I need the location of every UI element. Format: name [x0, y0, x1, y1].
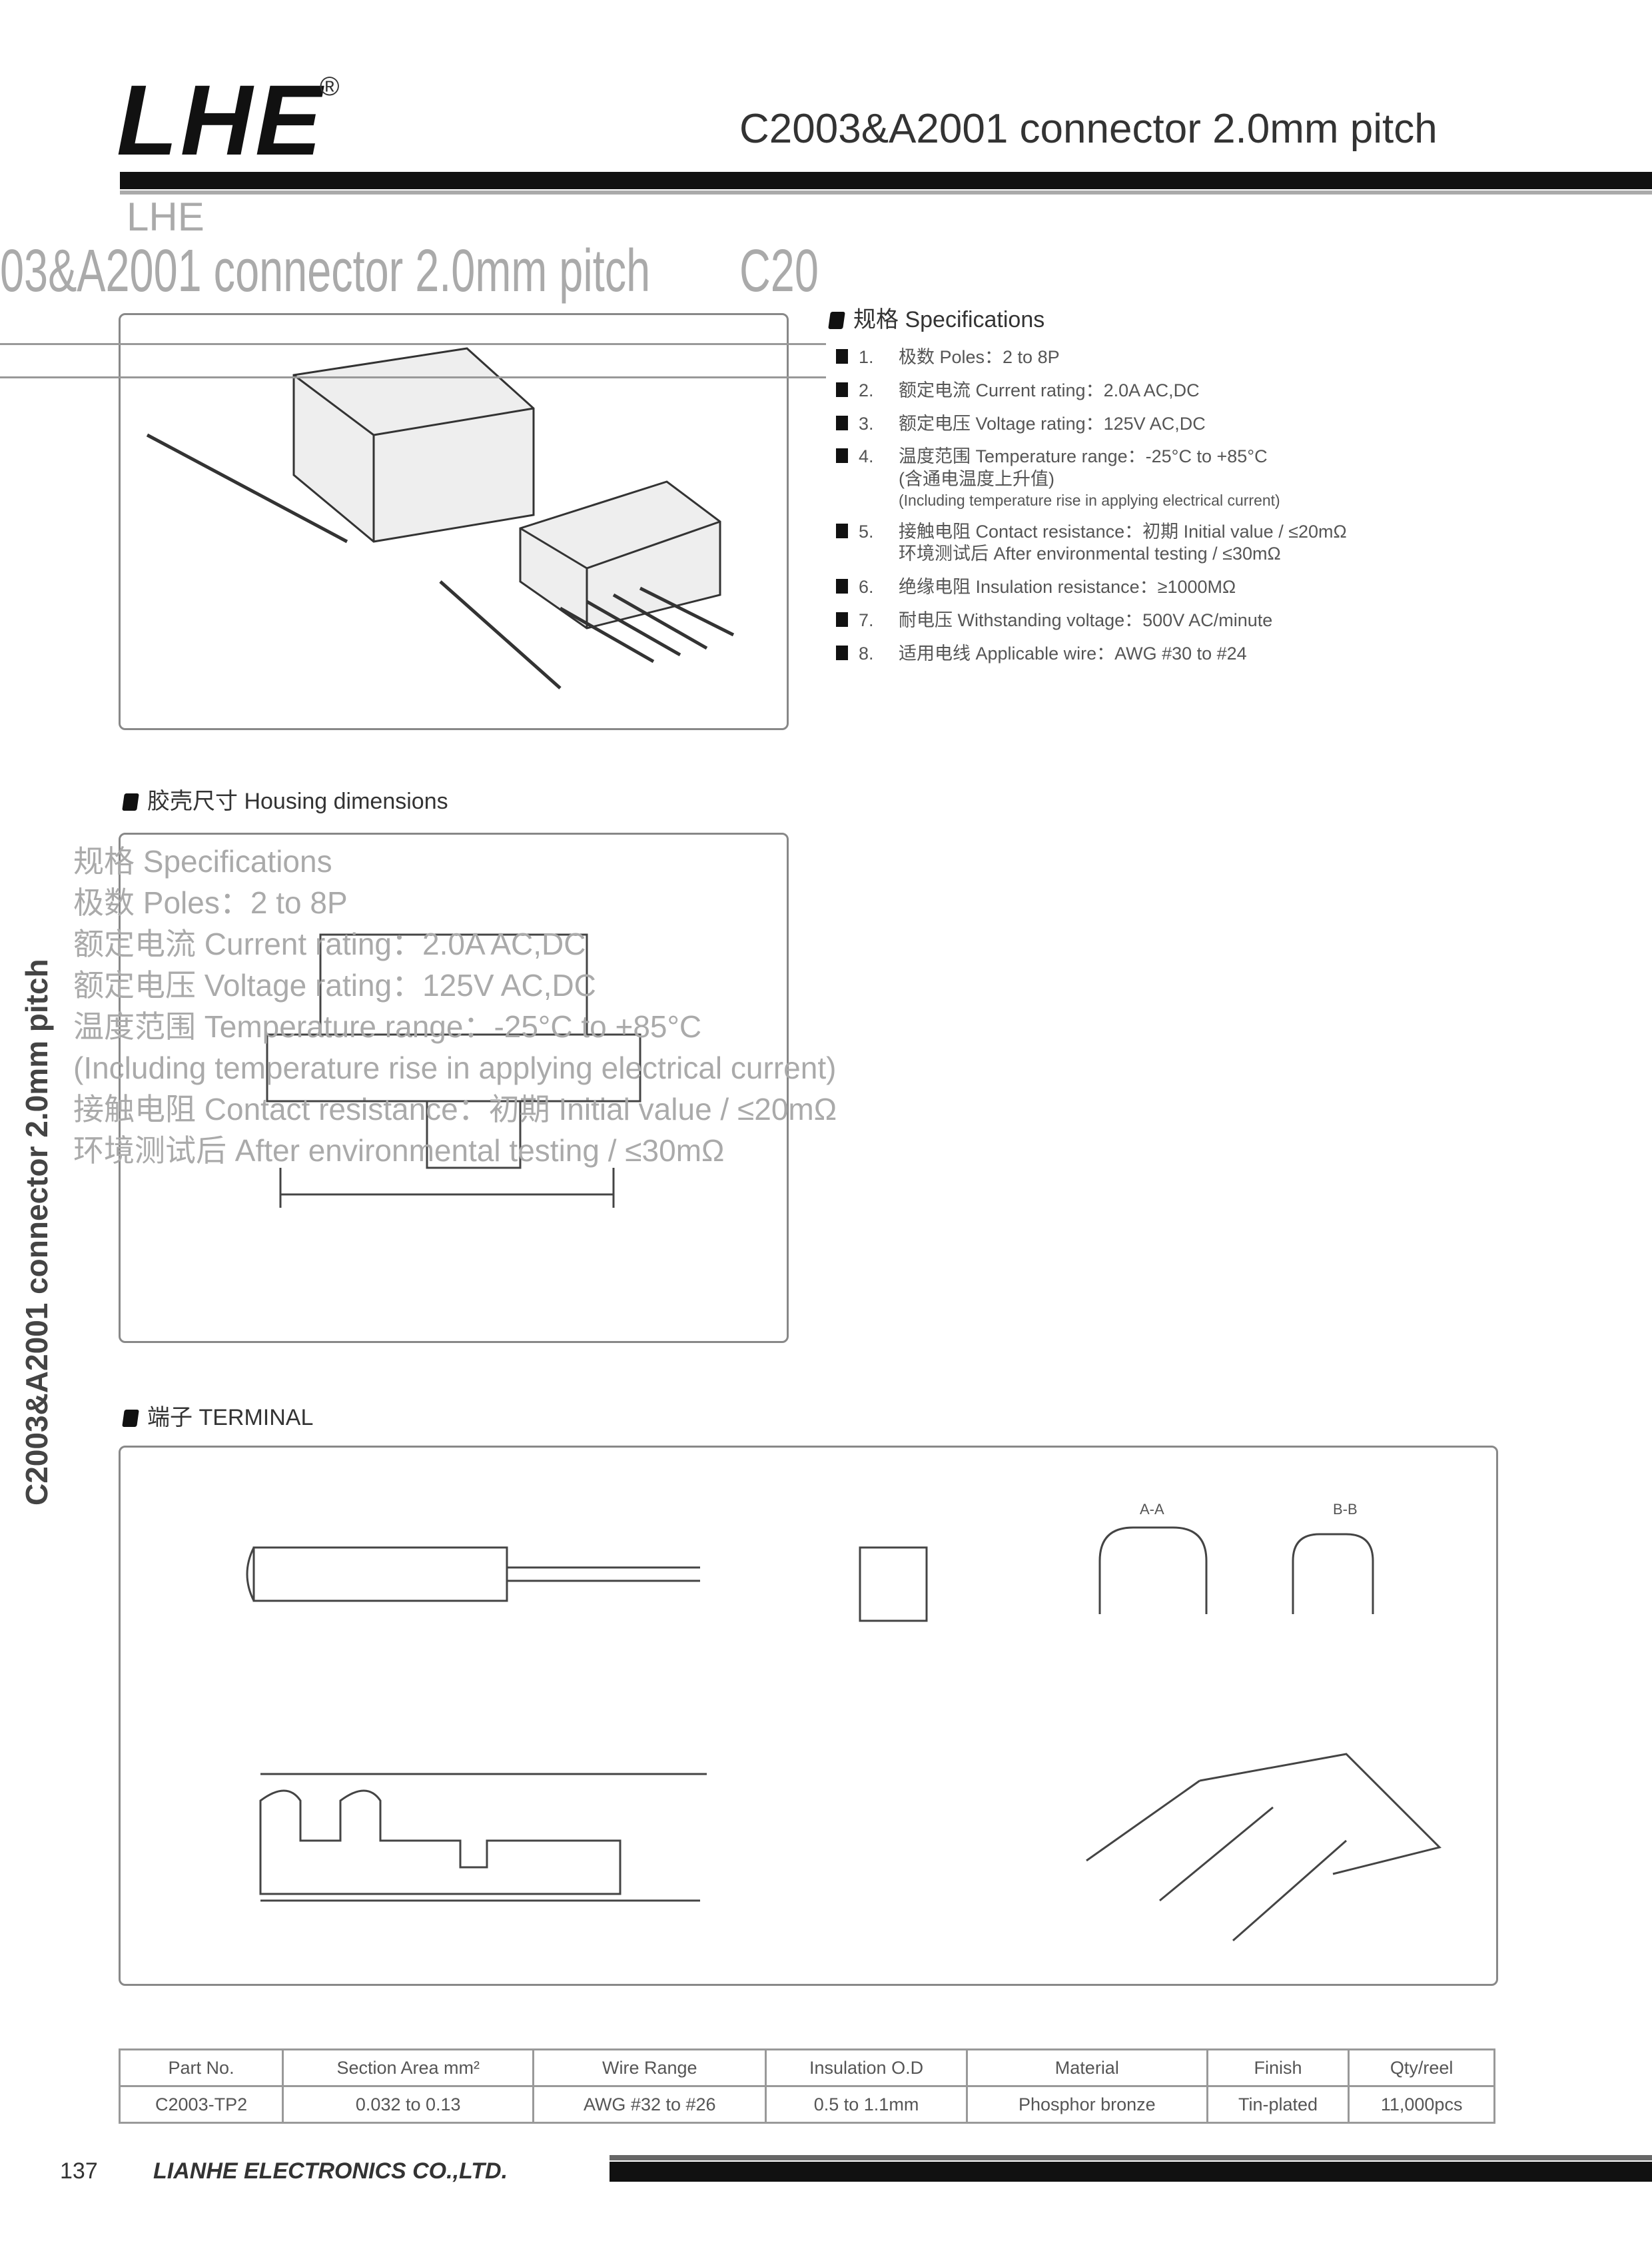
bullet-icon	[836, 415, 848, 430]
table-cell: 0.5 to 1.1mm	[765, 2085, 968, 2124]
footer-rule	[610, 2162, 1652, 2182]
connector-image-box	[119, 313, 789, 730]
spec-item: 2. 额定电流 Current rating：2.0A AC,DC	[836, 380, 1502, 402]
spec-text: 适用电线 Applicable wire：AWG #30 to #24	[899, 643, 1247, 664]
table-cell: 11,000pcs	[1348, 2085, 1495, 2124]
company-logo: LHE	[117, 64, 324, 176]
ghost-line-text: 温度范围 Temperature range：-25°C to +85°C	[73, 1009, 702, 1044]
ghost-line-text: 额定电流 Current rating：2.0A AC,DC	[73, 927, 586, 961]
header-rule-shadow	[120, 191, 1652, 195]
table-header-cell: Qty/reel	[1348, 2048, 1495, 2087]
spec-text: 耐电压 Withstanding voltage：500V AC/minute	[899, 610, 1273, 630]
view-label-bb: B-B	[1333, 1501, 1358, 1518]
connector-illustration	[146, 347, 735, 689]
page-title: C2003&A2001 connector 2.0mm pitch	[739, 106, 1438, 152]
table-cell: AWG #32 to #26	[532, 2085, 767, 2124]
page-number: 137	[60, 2158, 98, 2184]
spec-item: 3. 额定电压 Voltage rating：125V AC,DC	[836, 413, 1502, 436]
bullet-icon	[122, 1409, 139, 1427]
bullet-icon	[836, 645, 848, 660]
spec-text: 极数 Poles：2 to 8P	[899, 347, 1060, 367]
housing-section-heading: 胶壳尺寸 Housing dimensions	[122, 789, 448, 814]
housing-heading-text: 胶壳尺寸 Housing dimensions	[147, 789, 448, 814]
ghost-line-text: (Including temperature rise in applying …	[73, 1051, 837, 1085]
bullet-icon	[836, 523, 848, 538]
table-header-cell: Wire Range	[532, 2048, 767, 2087]
ghost-line-text: 环境测试后 After environmental testing / ≤30m…	[73, 1133, 725, 1168]
housing-drawing-box	[119, 833, 789, 1343]
ghost-logo: LHE	[127, 195, 205, 239]
table-header-cell: Material	[965, 2048, 1208, 2087]
bullet-icon	[828, 311, 845, 329]
ghost-line	[0, 343, 826, 345]
table-cell: Phosphor bronze	[965, 2085, 1208, 2124]
terminal-section-heading: 端子 TERMINAL	[122, 1405, 314, 1430]
side-label: C2003&A2001 connector 2.0mm pitch	[19, 959, 54, 1506]
table-cell: 0.032 to 0.13	[282, 2085, 535, 2124]
specifications-heading: 规格 Specifications	[828, 307, 1045, 332]
ghost-spec-lines: 规格 Specifications 极数 Poles：2 to 8P 额定电流 …	[73, 841, 837, 1171]
bullet-icon	[836, 382, 848, 397]
bullet-icon	[122, 793, 139, 811]
table-row: C2003-TP2 0.032 to 0.13 AWG #32 to #26 0…	[118, 2085, 1495, 2124]
spec-subtext: 环境测试后 After environmental testing / ≤30m…	[899, 544, 1281, 564]
registered-mark: ®	[320, 72, 340, 101]
spec-text: 绝缘电阻 Insulation resistance：≥1000MΩ	[899, 577, 1236, 597]
spec-text: 额定电流 Current rating：2.0A AC,DC	[899, 380, 1200, 400]
terminal-heading-text: 端子 TERMINAL	[147, 1405, 314, 1430]
ghost-title-tail: C20	[739, 238, 819, 304]
spec-subtext: (含通电温度上升值)	[899, 469, 1054, 489]
spec-num: 5.	[859, 521, 874, 542]
spec-num: 3.	[859, 413, 874, 434]
table-header-row: Part No. Section Area mm² Wire Range Ins…	[118, 2048, 1495, 2087]
terminal-drawing-box: A-A B-B	[119, 1446, 1498, 1986]
specifications-list: 1. 极数 Poles：2 to 8P 2. 额定电流 Current rating…	[836, 346, 1502, 675]
bullet-icon	[836, 612, 848, 627]
spec-item: 8. 适用电线 Applicable wire：AWG #30 to #24	[836, 643, 1502, 666]
ghost-line-text: 额定电压 Voltage rating：125V AC,DC	[73, 968, 596, 1003]
spec-item: 7. 耐电压 Withstanding voltage：500V AC/minut…	[836, 610, 1502, 632]
ghost-line-text: 规格 Specifications	[73, 844, 332, 879]
footer-rule-shadow	[610, 2155, 1652, 2160]
spec-num: 8.	[859, 643, 874, 664]
housing-dimension-drawing	[266, 933, 641, 1208]
ghost-line	[0, 376, 826, 378]
view-label-aa: A-A	[1140, 1501, 1164, 1518]
table-header-cell: Insulation O.D	[765, 2048, 968, 2087]
spec-text: 接触电阻 Contact resistance：初期 Initial value…	[899, 521, 1347, 542]
spec-num: 7.	[859, 610, 874, 630]
spec-item: 1. 极数 Poles：2 to 8P	[836, 346, 1502, 369]
spec-subtext: (Including temperature rise in applying …	[899, 491, 1280, 509]
spec-item: 6. 绝缘电阻 Insulation resistance：≥1000MΩ	[836, 576, 1502, 599]
table-header-cell: Part No.	[118, 2048, 284, 2087]
spec-text: 温度范围 Temperature range：-25°C to +85°C	[899, 446, 1268, 467]
table-header-cell: Finish	[1206, 2048, 1350, 2087]
bullet-icon	[836, 448, 848, 464]
header-rule	[120, 172, 1652, 189]
spec-text: 额定电压 Voltage rating：125V AC,DC	[899, 413, 1206, 434]
ghost-line-text: 极数 Poles：2 to 8P	[73, 885, 348, 920]
terminal-dimension-drawing: A-A B-B	[246, 1501, 1442, 1942]
spec-item: 5. 接触电阻 Contact resistance：初期 Initial val…	[836, 521, 1502, 566]
spec-heading-text: 规格 Specifications	[853, 307, 1045, 332]
bullet-icon	[836, 349, 848, 364]
spec-num: 6.	[859, 577, 874, 597]
ghost-line-text: 接触电阻 Contact resistance：初期 Initial value…	[73, 1092, 837, 1126]
terminal-spec-table: Part No. Section Area mm² Wire Range Ins…	[118, 2048, 1495, 2124]
spec-item: 4.温度范围 Temperature range：-25°C to +85°C(…	[836, 446, 1502, 510]
table-cell: Tin-plated	[1206, 2085, 1350, 2124]
spec-num: 2.	[859, 380, 874, 400]
company-name: LIANHE ELECTRONICS CO.,LTD.	[153, 2158, 508, 2184]
spec-num: 4.	[859, 446, 874, 467]
table-cell: C2003-TP2	[118, 2085, 284, 2124]
ghost-title: 03&A2001 connector 2.0mm pitch	[0, 238, 651, 304]
spec-num: 1.	[859, 347, 874, 367]
table-header-cell: Section Area mm²	[282, 2048, 535, 2087]
bullet-icon	[836, 579, 848, 594]
